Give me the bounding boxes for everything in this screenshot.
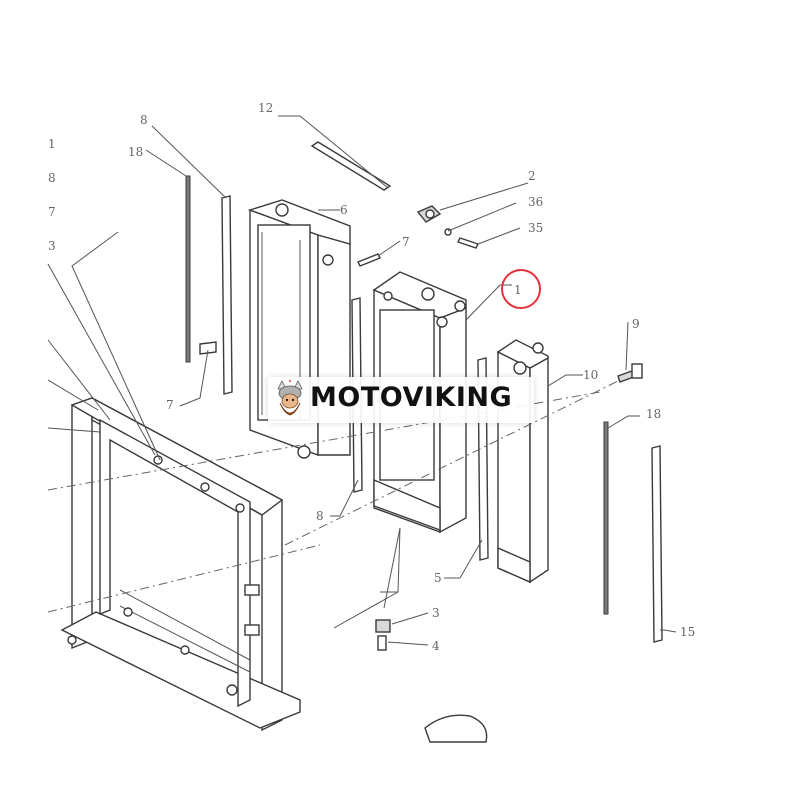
highlight-circle	[501, 269, 541, 309]
bolt-7-top	[357, 253, 381, 267]
callout-12: 12	[258, 101, 273, 115]
centerline-upper	[47, 391, 601, 491]
callout-7-bottom: 7	[166, 398, 174, 412]
bolt-9	[617, 363, 643, 383]
clip-7-left	[199, 341, 217, 355]
callout-35: 35	[528, 221, 543, 235]
strip-12-top	[310, 141, 392, 191]
leader-lines	[47, 115, 677, 646]
callout-8-bottom: 8	[316, 509, 324, 523]
callout-10: 10	[583, 368, 598, 382]
callout-5: 5	[434, 571, 442, 585]
callout-1-highlighted: 1	[514, 283, 522, 297]
radiator-frame	[60, 396, 301, 732]
rod-18-left	[185, 175, 191, 363]
callout-18-left: 18	[128, 145, 143, 159]
centerline-mid	[284, 379, 621, 546]
bracket-2	[416, 205, 442, 223]
centerline-lower	[47, 544, 321, 613]
rod-18-right	[603, 421, 609, 615]
viking-head-icon	[277, 379, 303, 416]
callout-3-left: 3	[48, 239, 56, 253]
callout-8-top: 8	[140, 113, 148, 127]
callout-6: 6	[340, 203, 348, 217]
watermark-banner: MOTOVIKING	[268, 377, 534, 423]
callout-18-right: 18	[646, 407, 661, 421]
callout-9: 9	[632, 317, 640, 331]
pin-35	[457, 237, 479, 249]
callout-2: 2	[528, 169, 536, 183]
fan-part-bottom	[424, 714, 488, 743]
callout-7-top: 7	[402, 235, 410, 249]
fitting-3	[375, 619, 391, 633]
callout-1-left: 1	[48, 137, 56, 151]
watermark-text: MOTOVIKING	[310, 382, 513, 413]
callout-15: 15	[680, 625, 695, 639]
callout-7-left: 7	[48, 205, 56, 219]
callout-4: 4	[432, 639, 440, 653]
rod-15	[651, 445, 663, 643]
fitting-4	[377, 635, 387, 651]
callout-8-left: 8	[48, 171, 56, 185]
callout-36: 36	[528, 195, 543, 209]
callout-3-bottom: 3	[432, 606, 440, 620]
strip-8-left	[221, 195, 233, 395]
